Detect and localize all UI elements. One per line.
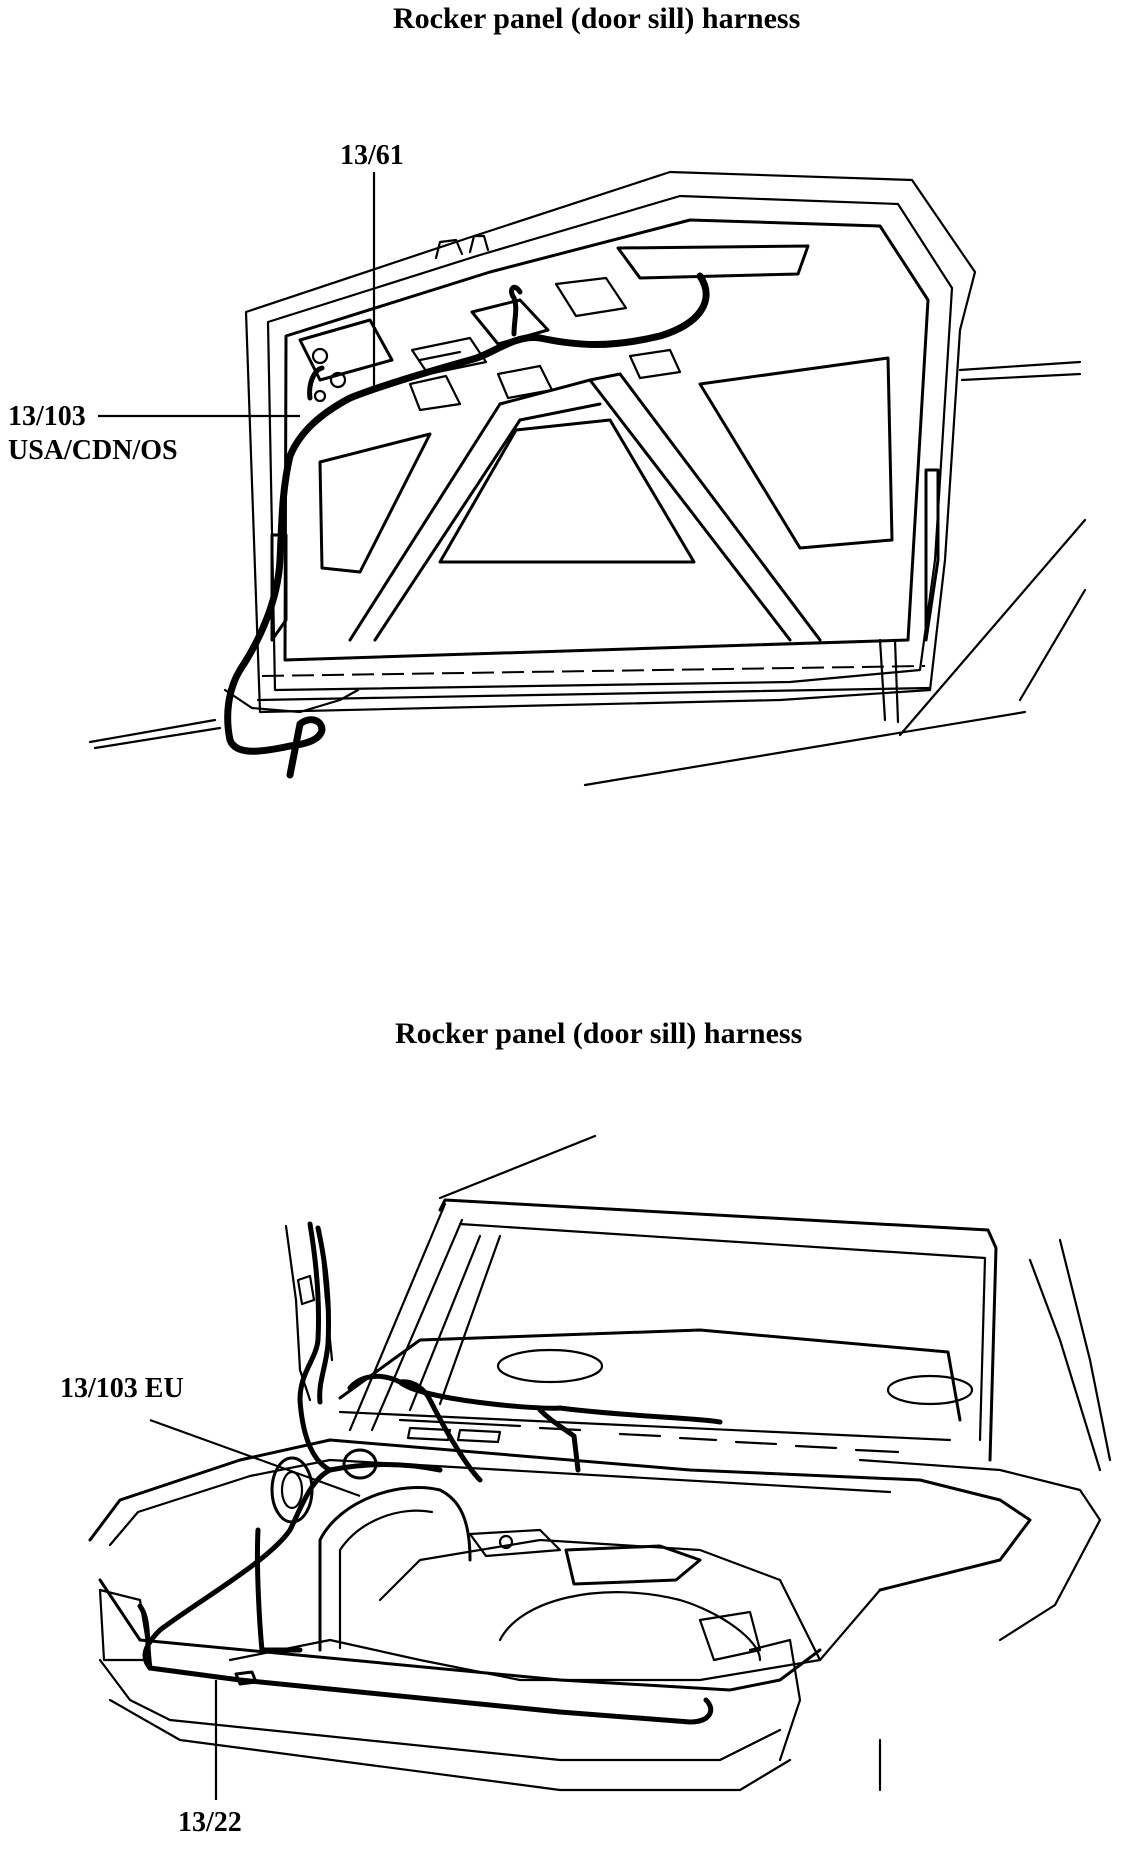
body-line-right-2 bbox=[960, 372, 1082, 382]
wheel-arch-left bbox=[318, 1485, 472, 1652]
trunk-opening-inner bbox=[108, 1458, 892, 1547]
lid-tab-1 bbox=[408, 374, 462, 412]
body-line-right bbox=[958, 360, 1082, 372]
body-line-left bbox=[88, 718, 217, 744]
body-quarter-right bbox=[898, 518, 1087, 737]
rear-window-inner bbox=[458, 1222, 987, 1442]
bottom-diagram-title: Rocker panel (door sill) harness bbox=[395, 1017, 803, 1050]
lid-lower-lip bbox=[256, 686, 932, 702]
trunk-lid-inner-rim bbox=[266, 194, 954, 692]
lid-recess-center bbox=[410, 336, 488, 376]
latch-housing bbox=[470, 298, 550, 346]
trunk-lid-harness-wire bbox=[224, 272, 710, 779]
socket-circle-1 bbox=[311, 347, 329, 365]
rear-bumper-top bbox=[98, 1578, 822, 1692]
speaker-left bbox=[496, 1348, 604, 1384]
lid-cross-rib-left-2 bbox=[373, 418, 522, 642]
trunk-floor-well-arc bbox=[498, 1591, 762, 1662]
top-diagram-title: Rocker panel (door sill) harness bbox=[393, 2, 801, 35]
trunk-side-speaker-inner bbox=[280, 1470, 304, 1510]
trunk-floor-well bbox=[378, 1538, 822, 1662]
bumper-right bbox=[748, 1638, 802, 1762]
leader-13-103-eu bbox=[149, 1418, 361, 1498]
brake-light-strip bbox=[398, 1418, 900, 1454]
trunk-floor-bracket bbox=[468, 1528, 562, 1558]
harness-shelf-wire bbox=[347, 1373, 723, 1425]
harness-lid-wire-2 bbox=[315, 1225, 332, 1405]
callout-13-103-note: USA/CDN/OS bbox=[8, 435, 178, 466]
socket-circle-2 bbox=[329, 371, 347, 389]
roof-line bbox=[438, 1134, 597, 1200]
parcel-shelf-edge bbox=[338, 1410, 952, 1442]
callout-13-61: 13/61 bbox=[340, 140, 404, 171]
lid-tab-3 bbox=[628, 348, 682, 380]
brake-light-boxes bbox=[406, 1426, 502, 1444]
lid-cross-rib-right bbox=[588, 378, 792, 642]
lid-tab-2 bbox=[496, 364, 554, 400]
lid-dashed-seam bbox=[261, 665, 926, 677]
body-line-left-2 bbox=[93, 726, 222, 750]
rear-bumper-face bbox=[98, 1658, 782, 1762]
harness-tail-lamp-left bbox=[137, 1603, 153, 1671]
lid-cross-rib-right-2 bbox=[618, 372, 822, 642]
lid-cutout-center bbox=[438, 418, 696, 564]
harness-clip bbox=[234, 1670, 258, 1686]
hinge-bar-right bbox=[924, 468, 940, 642]
wheel-arch-left-inner bbox=[338, 1509, 434, 1650]
floor-bolt bbox=[498, 1534, 514, 1550]
trunk-floor bbox=[228, 1588, 882, 1682]
lid-recess-upper-left bbox=[298, 318, 394, 382]
callout-13-103: 13/103 bbox=[8, 401, 86, 432]
harness-branch-to-latch bbox=[509, 284, 523, 337]
rear-deck-right bbox=[858, 1458, 1102, 1642]
trunk-opening-outer bbox=[88, 1438, 1032, 1592]
lid-corner-left bbox=[223, 688, 360, 714]
parcel-shelf bbox=[338, 1328, 962, 1422]
lid-recess-right-small bbox=[554, 276, 628, 318]
speaker-right bbox=[886, 1374, 974, 1406]
callout-13-103-eu: 13/103 EU bbox=[60, 1373, 184, 1404]
socket-circle-3 bbox=[313, 389, 327, 403]
harness-shelf-branch bbox=[397, 1379, 483, 1483]
lid-center-rib bbox=[498, 372, 622, 422]
harness-to-floor bbox=[327, 1462, 443, 1473]
body-quarter-right-2 bbox=[1018, 588, 1087, 702]
harness-bumper-run bbox=[147, 1665, 714, 1725]
tail-lamp-right bbox=[698, 1610, 762, 1662]
hinge-clip bbox=[296, 1274, 316, 1306]
lid-cutout-right bbox=[698, 356, 894, 550]
lid-recess-top-right bbox=[616, 244, 810, 280]
hinge-strut-right bbox=[878, 638, 900, 724]
trunk-lid-outer-edge bbox=[244, 170, 977, 714]
tail-lamp-left bbox=[98, 1588, 152, 1662]
trunk-lid-hinge-arm-left bbox=[284, 1224, 312, 1402]
lid-inner-frame bbox=[283, 218, 930, 662]
latch-bracket bbox=[434, 234, 490, 260]
rear-window-outer bbox=[438, 1198, 998, 1462]
c-pillar-left bbox=[348, 1202, 447, 1432]
quarter-panel-right bbox=[1028, 1238, 1112, 1472]
c-pillar-left-2 bbox=[370, 1218, 464, 1432]
callout-13-22: 13/22 bbox=[178, 1807, 242, 1838]
trunk-floor-box bbox=[564, 1544, 702, 1586]
harness-drop-wire bbox=[254, 1527, 303, 1653]
lid-cutout-left bbox=[318, 432, 432, 574]
body-line-bottom bbox=[583, 710, 1027, 787]
rear-bumper-lower bbox=[108, 1698, 792, 1792]
harness-shelf-branch-2 bbox=[537, 1407, 581, 1473]
trunk-lid-illustration bbox=[88, 170, 1087, 787]
harness-lid-wire bbox=[297, 1221, 333, 1473]
harness-branch-to-socket bbox=[307, 365, 325, 401]
rear-window-frame bbox=[408, 1234, 502, 1412]
lid-cross-rib-left bbox=[348, 402, 502, 642]
